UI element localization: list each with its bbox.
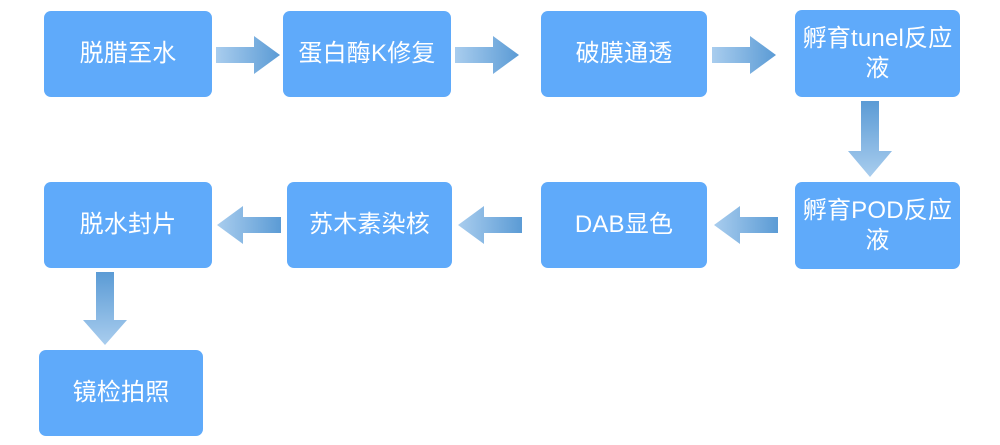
flow-node-5[interactable]: 孵育POD反应液 — [795, 182, 960, 269]
flow-node-7[interactable]: 苏木素染核 — [287, 182, 452, 268]
flow-arrow-6-left — [458, 206, 522, 244]
flow-arrow-2-right — [455, 36, 519, 74]
flow-node-7-label: 苏木素染核 — [309, 211, 430, 239]
flow-node-5-label: 孵育POD反应液 — [802, 197, 953, 254]
flow-node-3-label: 破膜通透 — [575, 40, 673, 68]
flow-arrow-8-down — [83, 272, 127, 345]
flow-node-2-label: 蛋白酶K修复 — [298, 40, 436, 68]
flow-arrow-7-left — [217, 206, 281, 244]
flow-node-8-label: 脱水封片 — [79, 211, 177, 239]
flow-node-9-label: 镜检拍照 — [72, 379, 170, 407]
flow-arrow-5-left — [714, 206, 778, 244]
flow-node-1[interactable]: 脱腊至水 — [44, 11, 212, 97]
flow-node-6[interactable]: DAB显色 — [541, 182, 707, 268]
flow-arrow-1-right — [216, 36, 280, 74]
flow-node-1-label: 脱腊至水 — [79, 40, 177, 68]
flow-node-6-label: DAB显色 — [574, 211, 674, 239]
flow-node-9[interactable]: 镜检拍照 — [39, 350, 203, 436]
flow-node-8[interactable]: 脱水封片 — [44, 182, 212, 268]
flow-arrow-4-down — [848, 101, 892, 177]
flow-node-4-label: 孵育tunel反应液 — [802, 25, 953, 82]
flow-node-4[interactable]: 孵育tunel反应液 — [795, 10, 960, 97]
flow-arrow-3-right — [712, 36, 776, 74]
flow-node-2[interactable]: 蛋白酶K修复 — [283, 11, 451, 97]
flow-node-3[interactable]: 破膜通透 — [541, 11, 707, 97]
